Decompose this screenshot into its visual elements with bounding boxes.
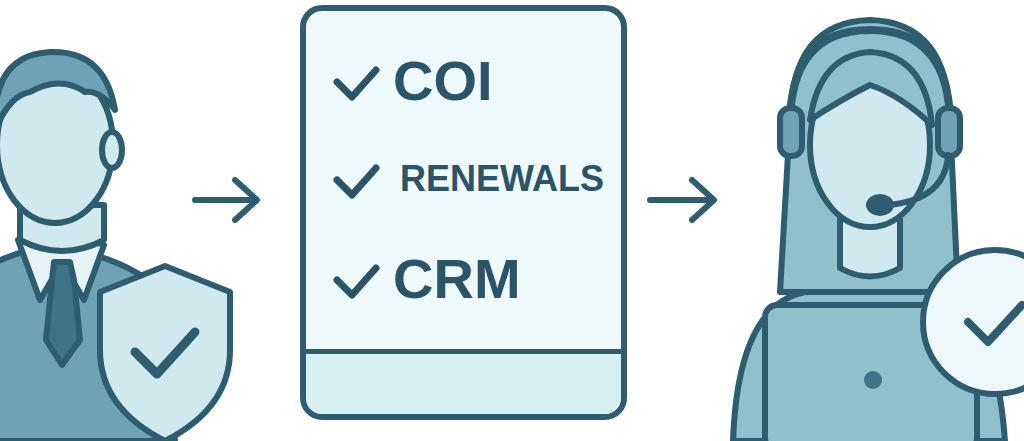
agent-ear: [102, 132, 122, 168]
agent-tie: [46, 262, 80, 365]
check-badge: [923, 250, 1024, 394]
flow-arrow: [195, 180, 257, 220]
headset-earpad: [938, 108, 960, 156]
panel-footer: [306, 349, 621, 414]
headset-mic: [888, 155, 948, 205]
checklist-item: CRM: [393, 251, 521, 307]
checklist-box: COI RENEWALS CRM: [300, 5, 627, 420]
badge-check: [968, 305, 1022, 342]
shield-badge: [100, 266, 230, 441]
flow-arrow: [650, 180, 714, 220]
support-hair: [780, 20, 958, 292]
support-bangs: [810, 52, 932, 125]
headset-mic-tip: [869, 197, 891, 213]
laptop-logo: [864, 371, 882, 389]
agent-hair: [0, 52, 115, 130]
checklist-item: COI: [393, 53, 493, 109]
headset-band: [790, 30, 950, 125]
checklist-item: RENEWALS: [400, 161, 604, 197]
headset-earpad: [780, 108, 802, 156]
shield-check: [135, 332, 195, 374]
